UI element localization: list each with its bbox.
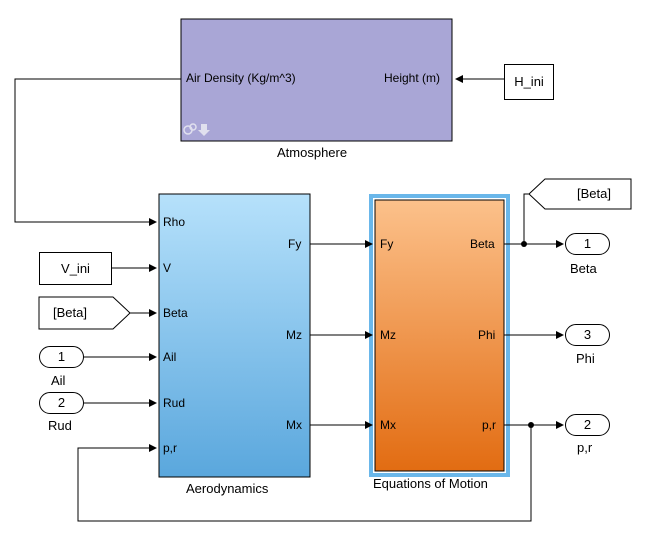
wire-pr-feedback[interactable] <box>77 425 532 522</box>
outport-beta[interactable]: 1 <box>565 233 610 255</box>
from-beta-block[interactable] <box>38 296 131 330</box>
eom-out-port-phi: Phi <box>478 328 496 342</box>
atmosphere-out-port-label: Air Density (Kg/m^3) <box>186 71 296 85</box>
branch-point-beta <box>521 241 527 247</box>
aero-in-port-rho: Rho <box>163 215 186 229</box>
constant-h-ini[interactable]: H_ini <box>504 64 554 100</box>
eom-in-port-fy: Fy <box>380 237 394 251</box>
eom-out-port-pr: p,r <box>482 418 497 432</box>
wire-rho[interactable] <box>14 78 181 226</box>
aerodynamics-block-name: Aerodynamics <box>186 481 269 496</box>
inport-ail[interactable]: 1 <box>39 346 84 368</box>
goto-beta-tag: [Beta] <box>577 186 611 201</box>
aero-out-port-mz: Mz <box>286 328 302 342</box>
aero-out-port-mx: Mx <box>286 418 302 432</box>
aero-out-port-fy: Fy <box>288 237 302 251</box>
eom-block-name: Equations of Motion <box>373 476 488 491</box>
eom-out-port-beta: Beta <box>470 237 495 251</box>
atmosphere-in-port-label: Height (m) <box>384 71 441 85</box>
eom-in-port-mz: Mz <box>380 328 396 342</box>
aerodynamics-block[interactable] <box>158 193 311 478</box>
inport-ail-label: Ail <box>51 373 66 388</box>
aero-in-port-pr: p,r <box>163 441 178 455</box>
outport-phi[interactable]: 3 <box>565 324 610 346</box>
aero-in-port-ail: Ail <box>163 350 177 364</box>
from-beta-tag: [Beta] <box>53 305 87 320</box>
inport-rud[interactable]: 2 <box>39 392 84 414</box>
aero-in-port-rud: Rud <box>163 396 186 410</box>
eom-block[interactable] <box>374 199 505 472</box>
eom-in-port-mx: Mx <box>380 418 396 432</box>
constant-v-ini[interactable]: V_ini <box>39 252 112 285</box>
subsystem-icon <box>183 123 210 136</box>
outport-beta-label: Beta <box>570 261 597 276</box>
atmosphere-block[interactable] <box>180 18 453 142</box>
inport-rud-label: Rud <box>48 418 72 433</box>
atmosphere-block-name: Atmosphere <box>277 145 348 160</box>
aero-in-port-beta: Beta <box>163 306 188 320</box>
outport-pr-label: p,r <box>577 440 593 455</box>
outport-pr[interactable]: 2 <box>565 414 610 436</box>
aero-in-port-v: V <box>163 261 172 275</box>
outport-phi-label: Phi <box>576 351 595 366</box>
goto-beta-block[interactable] <box>528 178 632 210</box>
